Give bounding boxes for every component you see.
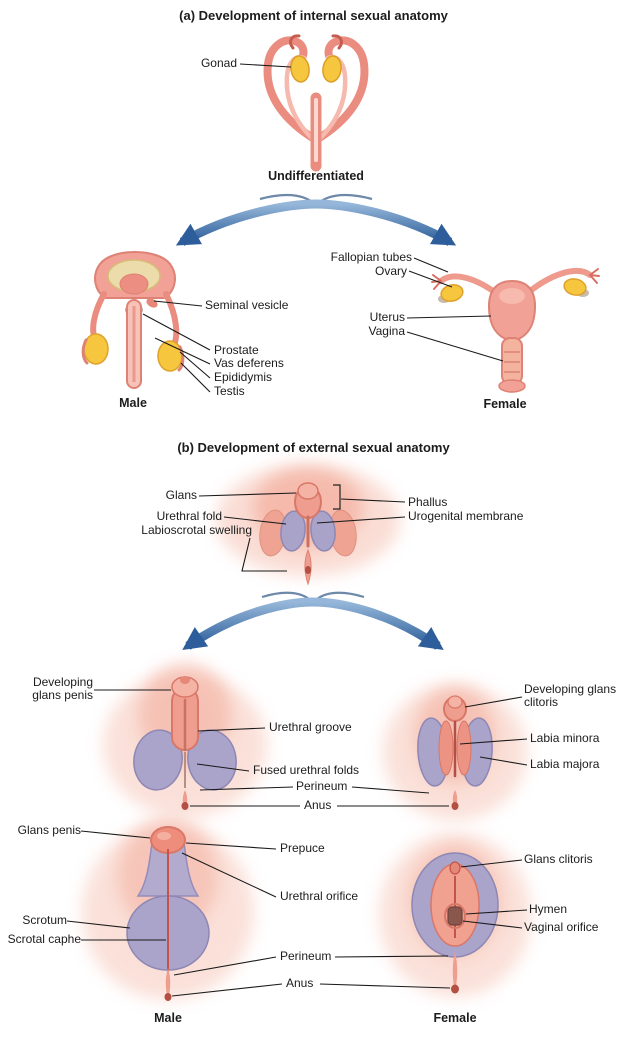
- leader-perineum-bottom-right: [334, 955, 449, 958]
- female-internal-figure: [431, 268, 600, 393]
- leader-anus-bottom-left: [171, 983, 283, 997]
- developing-male-external-figure: [103, 663, 267, 817]
- leader-vaginal-orifice: [462, 920, 523, 929]
- label-developing-glans-penis: Developing glans penis: [32, 675, 93, 702]
- leader-urethral-groove: [197, 727, 266, 732]
- leader-perineum-mid-left: [199, 786, 294, 791]
- label-fallopian-tubes: Fallopian tubes: [330, 250, 412, 264]
- leader-urethral-orifice: [181, 852, 277, 898]
- label-prostate: Prostate: [214, 343, 259, 357]
- label-glans-penis: Glans penis: [17, 823, 81, 837]
- label-urethral-orifice: Urethral orifice: [280, 889, 359, 903]
- label-scrotal-raphe: Scrotal caphe: [7, 932, 81, 946]
- male-internal-figure: [81, 251, 185, 389]
- leader-lines: [66, 63, 528, 997]
- leader-labioscrotal-swelling: [241, 537, 287, 572]
- leader-glans: [198, 492, 297, 497]
- undifferentiated-internal-figure: [263, 34, 369, 172]
- label-labioscrotal-swelling: Labioscrotal swelling: [141, 523, 252, 537]
- caption-undifferentiated: Undifferentiated: [268, 169, 364, 183]
- leader-vagina: [406, 331, 504, 362]
- label-scrotum: Scrotum: [22, 913, 67, 927]
- mature-female-external-figure: [379, 833, 531, 997]
- label-labia-minora: Labia minora: [530, 731, 600, 745]
- label-urogenital-membrane: Urogenital membrane: [408, 509, 524, 523]
- undifferentiated-external-figure: [216, 464, 400, 586]
- leader-developing-glans-clitoris: [464, 696, 523, 708]
- label-uterus: Uterus: [369, 310, 405, 324]
- leader-uterus: [406, 315, 492, 319]
- label-developing-glans-clitoris: Developing glans clitoris: [524, 682, 617, 709]
- leader-hymen: [465, 909, 528, 915]
- label-vas-deferens: Vas deferens: [214, 356, 284, 370]
- leader-fused-urethral-folds: [196, 763, 250, 772]
- caption-female-internal: Female: [483, 397, 527, 411]
- leader-testis: [180, 362, 211, 393]
- label-epididymis: Epididymis: [214, 370, 273, 384]
- label-vaginal-orifice: Vaginal orifice: [524, 920, 599, 934]
- section-a-title: (a) Development of internal sexual anato…: [179, 8, 448, 23]
- leader-epididymis: [179, 351, 211, 379]
- caption-female-external: Female: [433, 1011, 477, 1025]
- label-fused-urethral-folds: Fused urethral folds: [253, 763, 360, 777]
- leader-prepuce: [185, 842, 277, 850]
- caption-male-internal: Male: [119, 396, 147, 410]
- leader-urogenital-membrane: [316, 516, 406, 524]
- label-prepuce: Prepuce: [280, 841, 325, 855]
- leader-gonad: [239, 63, 292, 68]
- label-perineum-mid: Perineum: [296, 779, 348, 793]
- leader-labia-majora: [479, 756, 528, 766]
- label-ovary: Ovary: [374, 264, 407, 278]
- leader-glans-clitoris: [460, 859, 523, 868]
- bifurcation-arrow-a: [175, 193, 457, 246]
- label-seminal-vesicle: Seminal vesicle: [205, 298, 289, 312]
- leader-prostate: [142, 313, 211, 351]
- caption-male-external: Male: [154, 1011, 182, 1025]
- bifurcation-arrow-b: [182, 591, 444, 650]
- leader-seminal-vesicle: [153, 300, 203, 307]
- mature-male-external-figure: [82, 818, 254, 1001]
- label-glans-clitoris: Glans clitoris: [524, 852, 593, 866]
- leader-urethral-fold: [223, 516, 287, 525]
- leader-ovary: [408, 270, 453, 288]
- label-hymen: Hymen: [529, 902, 568, 916]
- label-labia-majora: Labia majora: [530, 757, 600, 771]
- label-phallus: Phallus: [408, 495, 448, 509]
- label-glans: Glans: [165, 488, 197, 502]
- label-testis: Testis: [214, 384, 245, 398]
- leader-glans-penis: [80, 830, 151, 839]
- label-gonad: Gonad: [200, 56, 237, 70]
- leader-vas-deferens: [154, 337, 211, 365]
- label-anus-bottom: Anus: [286, 976, 314, 990]
- leader-anus-bottom-right: [319, 983, 451, 989]
- leader-labia-minora: [459, 738, 528, 745]
- label-vagina: Vagina: [368, 324, 405, 338]
- label-urethral-groove: Urethral groove: [269, 720, 352, 734]
- leader-phallus: [340, 498, 406, 503]
- phallus-bracket: [333, 484, 341, 510]
- label-urethral-fold: Urethral fold: [156, 509, 222, 523]
- label-anus-mid: Anus: [304, 798, 332, 812]
- section-b-title: (b) Development of external sexual anato…: [177, 440, 450, 455]
- leader-fallopian-tubes: [413, 257, 449, 273]
- leader-perineum-bottom-left: [173, 956, 277, 976]
- developing-female-external-figure: [383, 684, 527, 820]
- leader-scrotum: [66, 920, 131, 929]
- leader-perineum-mid-right: [351, 786, 430, 794]
- label-perineum-bottom: Perineum: [280, 949, 332, 963]
